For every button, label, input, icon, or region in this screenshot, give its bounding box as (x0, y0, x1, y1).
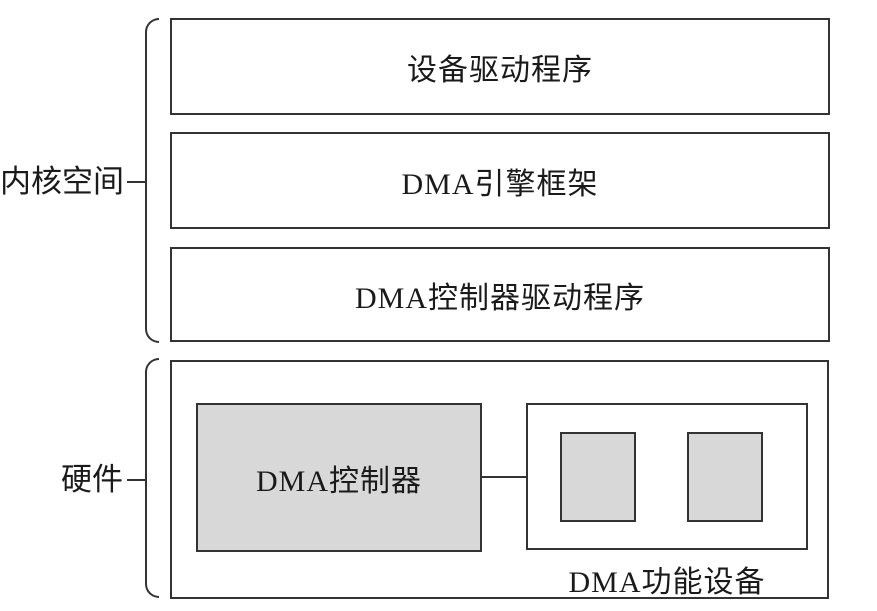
dma-device-unit-2 (687, 432, 763, 522)
hardware-brace (145, 358, 159, 598)
device-driver-box-label: 设备驱动程序 (407, 53, 593, 87)
kernel-brace (145, 18, 159, 343)
device-driver-box: 设备驱动程序 (170, 18, 830, 115)
dma-function-device-label: DMA功能设备 (568, 566, 766, 599)
kernel-brace-tick (127, 181, 145, 183)
hardware-label: 硬件 (61, 462, 123, 497)
controller-to-device-arrow-line (482, 476, 548, 478)
dma-controller-driver-box: DMA控制器驱动程序 (170, 247, 830, 342)
dma-engine-framework-box: DMA引擎框架 (170, 132, 830, 229)
hardware-brace-tick (127, 479, 145, 481)
dma-engine-framework-box-label: DMA引擎框架 (401, 167, 599, 201)
kernel-space-label: 内核空间 (0, 164, 124, 199)
dma-controller-box-label: DMA控制器 (255, 464, 422, 498)
dma-controller-box: DMA控制器 (196, 403, 482, 552)
dma-device-unit-1 (560, 432, 636, 522)
dma-controller-driver-box-label: DMA控制器驱动程序 (354, 281, 645, 315)
